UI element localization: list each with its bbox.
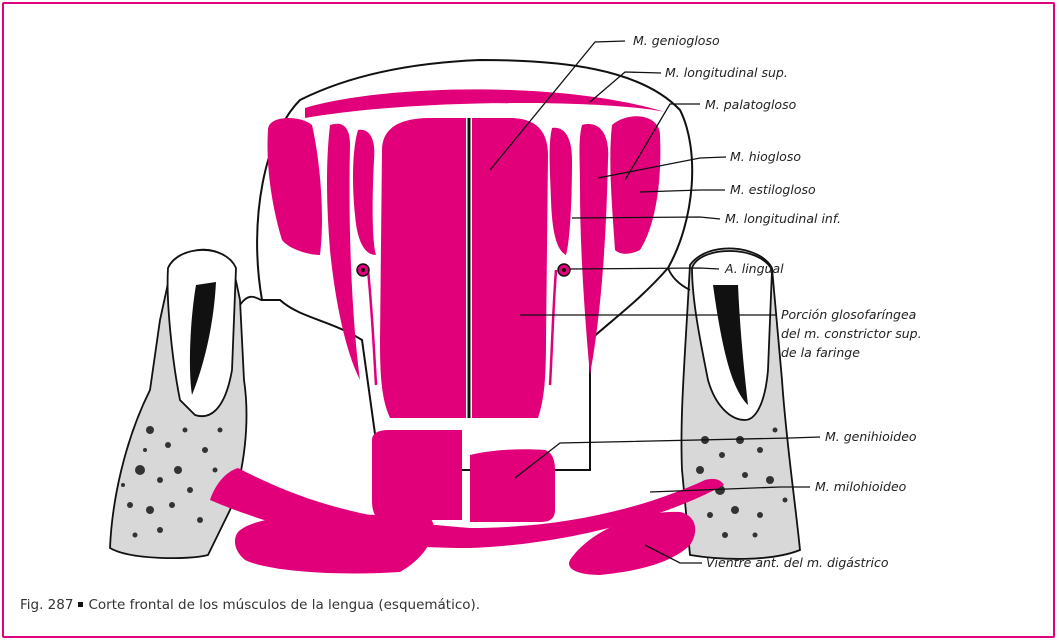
a-lingual-left: [357, 264, 369, 276]
label-longitudinal-inf: M. longitudinal inf.: [725, 211, 841, 226]
label-geniogloso: M. geniogloso: [633, 33, 720, 48]
figure-caption: Fig. 287 Corte frontal de los músculos de…: [20, 597, 480, 613]
m-genihioideo-right: [470, 449, 555, 522]
m-digastrico-left: [235, 514, 434, 573]
label-porcion-2: del m. constrictor sup.: [781, 326, 922, 341]
a-lingual-right: [558, 264, 570, 276]
left-mandible: [110, 250, 246, 559]
label-porcion-1: Porción glosofaríngea: [781, 307, 916, 322]
right-mandible: [681, 248, 800, 559]
m-genihioideo-left: [372, 430, 462, 520]
caption-text: Corte frontal de los músculos de la leng…: [88, 597, 480, 613]
label-longitudinal-sup: M. longitudinal sup.: [665, 65, 788, 80]
m-geniogloso-right: [472, 118, 548, 418]
label-palatogloso: M. palatogloso: [705, 97, 797, 112]
label-a-lingual: A. lingual: [724, 261, 784, 276]
m-geniogloso-left: [380, 118, 466, 418]
label-estilogloso: M. estilogloso: [730, 182, 816, 197]
label-porcion-3: de la faringe: [781, 345, 860, 360]
caption-number: Fig. 287: [20, 597, 73, 613]
caption-bullet-icon: [78, 602, 83, 607]
label-milohioideo: M. milohioideo: [815, 479, 907, 494]
label-hiogloso: M. hiogloso: [730, 149, 801, 164]
label-genihioideo: M. genihioideo: [825, 429, 917, 444]
label-digastrico: Vientre ant. del m. digástrico: [706, 555, 889, 570]
